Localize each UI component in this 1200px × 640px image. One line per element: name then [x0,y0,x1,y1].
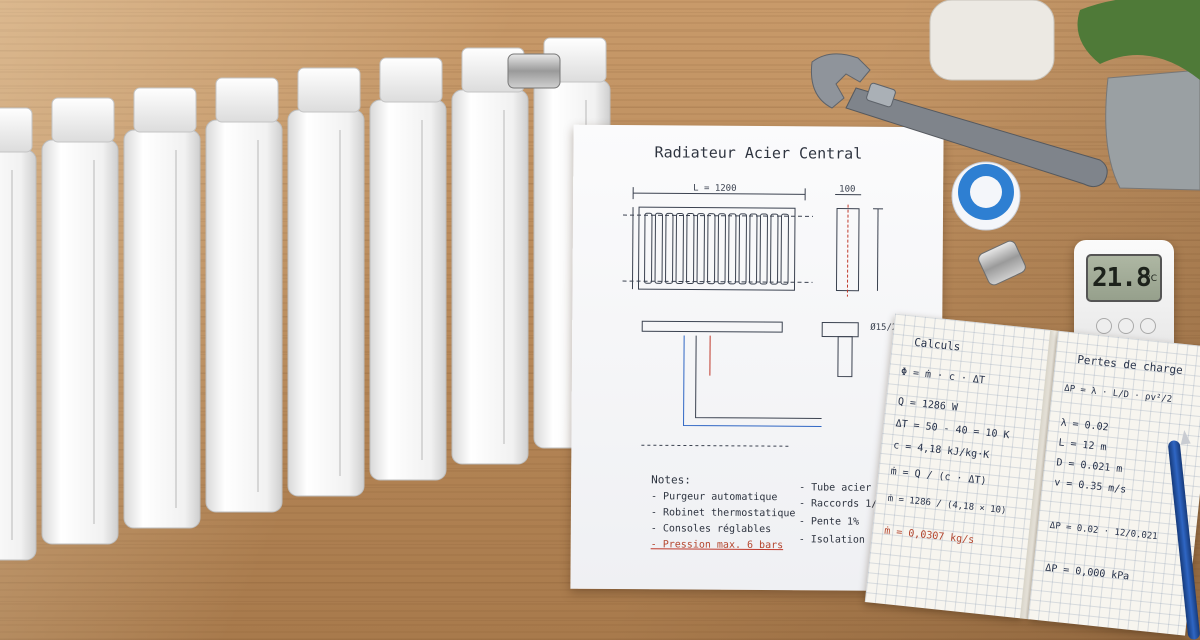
plant-pot-icon [1077,0,1200,191]
thermometer-button-2 [1118,318,1134,334]
sketch-fin [675,212,684,284]
left-line-3: c = 4,18 kJ/kg·K [892,440,990,462]
right-line-6: ΔP = 0,000 kPa [1044,562,1130,583]
right-page-title: Pertes de charge [1076,352,1184,377]
right-line-0: ΔP = λ · L/D · ρv²/2 [1063,383,1173,405]
ptfe-tape-icon [951,161,1021,231]
digital-thermometer: 21.8 °C [1074,240,1174,362]
sketch-fin [780,213,789,285]
radiator-fin-top [51,97,115,143]
right-line-2: L = 12 m [1057,437,1107,454]
radiator-fin-top [0,107,33,153]
sketch-fin [665,212,674,284]
sketch-fin [759,213,768,285]
sketch-fin [749,213,758,285]
left-line-0: Φ = ṁ · c · ΔT [900,366,986,387]
sketch-fin [738,213,747,285]
left-line-6: ṁ = 0,0307 kg/s [883,525,975,547]
radiator-fin-top [379,57,443,103]
sketch-fin [654,212,663,284]
right-line-1: λ = 0.02 [1060,417,1110,434]
thermometer-button-3 [1140,318,1156,334]
thermometer-display: 21.8 °C [1086,254,1162,302]
sketch-fin [717,213,726,285]
radiator-fin-top [133,87,197,133]
radiator-fin-top [215,77,279,123]
sketch-fin [770,213,779,285]
calculation-notebook: Calculs Φ = ṁ · c · ΔT Q = 1286 W ΔT = 5… [863,313,1200,640]
temperature-reading: 21.8 [1092,263,1152,293]
sketch-fin [707,213,716,285]
radiator-sketch [622,187,884,447]
left-page-title: Calculs [913,335,962,354]
sketch-fin [644,212,653,284]
sketch-fin [696,213,705,285]
sketch-fin [728,213,737,285]
sketch-fin [686,213,695,285]
pipe-fitting-icon [978,240,1026,286]
left-line-5: ṁ = 1286 / (4,18 × 10) [887,493,1007,517]
left-line-1: Q = 1286 W [897,396,959,414]
thermometer-button-1 [1096,318,1112,334]
radiator-fin-top [297,67,361,113]
right-line-4: v = 0.35 m/s [1053,477,1127,496]
right-line-3: D = 0.021 m [1055,457,1123,476]
wrench-icon [810,53,1108,188]
left-line-4: ṁ = Q / (c · ΔT) [890,466,987,488]
right-line-5: ΔP = 0.02 · 12/0.021 [1049,520,1159,543]
pen-tip [1179,429,1191,445]
radiator-fin [0,149,37,561]
temperature-unit: °C [1146,274,1157,284]
technical-drawing-sheet: Radiateur Acier Central [570,124,944,592]
left-line-2: ΔT = 50 - 40 = 10 K [895,418,1010,442]
mug-icon [929,0,1055,81]
top-valve-fitting [507,53,561,89]
